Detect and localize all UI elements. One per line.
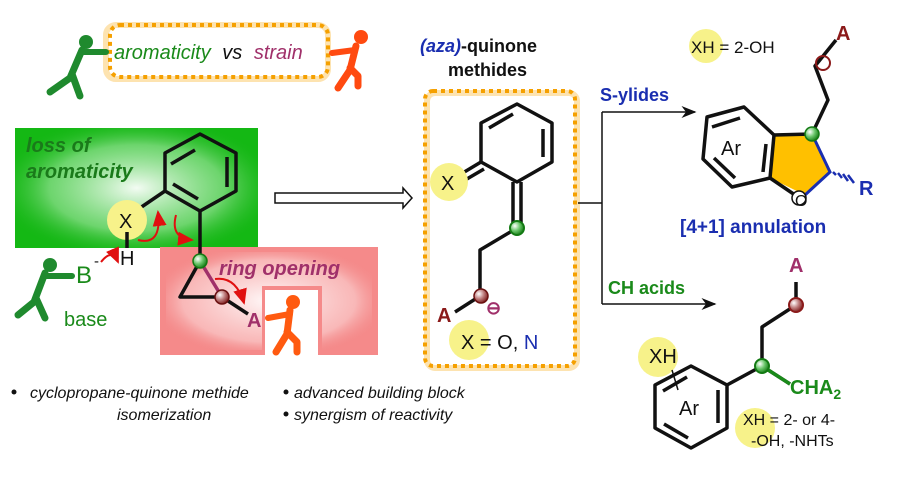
annulation-ring-fill [770,134,830,195]
ar-label-top: Ar [721,138,741,160]
x-highlight-mid [430,163,468,201]
qm-title-aza: (aza) [420,36,461,56]
x-legend: X = O, N [461,332,538,354]
a-atom-top: A [836,23,850,45]
header-strain: strain [254,42,303,64]
bullet-dot [283,411,289,417]
h-atom: H [120,248,134,270]
transformation-arrow [274,186,414,210]
middle-panel: (aza)-quinone methides X ⊖ A X = O, N [420,36,580,371]
hashed-wedge-bond [832,171,855,184]
red-carbon-ball-bottom [788,297,804,313]
red-carbon-ball-mid [473,288,489,304]
o-atom-top: O [795,193,807,210]
orange-person-icon [329,30,368,92]
x-atom-mid: X [441,173,454,195]
base-charge: - [94,253,99,270]
branch-arrows [578,106,717,310]
qm-title-line1: (aza)-quinone [420,36,537,56]
annulation-caption: [4+1] annulation [680,217,826,238]
ring-opening-label: ring opening [219,258,340,280]
electron-arrow-1 [137,210,167,242]
bullet-list: cyclopropane-quinone methide isomerizati… [11,385,466,424]
xh-note-line2: -OH, -NHTs [751,433,834,450]
green-carbon-ball [192,253,208,269]
bullet-left-line1: cyclopropane-quinone methide [30,385,249,402]
carbanion-charge: ⊖ [486,298,501,318]
bullet-dot [283,389,289,395]
a-atom-left: A [247,310,261,332]
red-carbon-ball-top [815,55,831,71]
left-panel: loss of aromaticity ring opening X H [14,128,378,356]
r-atom-top: R [859,178,874,200]
red-carbon-ball [214,289,230,305]
header-text: aromaticity vs strain [114,42,303,64]
xh-highlight-top [689,29,723,63]
quinone-ring [454,102,554,314]
annulation-bonds [803,133,832,197]
orange-person-icon-2 [265,295,301,356]
green-person-icon-base [14,258,75,322]
header-tug-of-war: aromaticity vs strain [46,22,368,100]
cha2-label: CHA2 [790,377,841,402]
bullet-left-line2: isomerization [117,407,211,424]
green-carbon-ball-top [804,126,820,142]
qm-dotted-box [423,89,577,368]
xh-substituent-bond [671,369,679,391]
xh-highlight-bottom [638,337,678,377]
loss-of-aromaticity-line2: aromaticity [26,161,134,183]
top-product: XH = 2-OH Ar O R A [4+1] annulation [680,23,874,238]
ring-opening-arrow [214,277,247,305]
base-label: base [64,309,107,331]
header-vs: vs [222,42,242,64]
xh-note-line1: XH = 2- or 4- [743,412,835,429]
green-carbon-ball-mid [509,220,525,236]
bullet-right-1: advanced building block [294,385,466,402]
cyclopropane [178,253,249,316]
header-dotted-box [108,23,330,79]
electron-arrow-base [100,246,119,264]
base-atom: B [76,262,92,289]
bullet-right-2: synergism of reactivity [294,407,453,424]
electron-arrow-2 [173,214,194,246]
xh-label-bottom: XH [649,346,677,368]
qm-title-line2: methides [448,60,527,80]
ch-acids-label: CH acids [608,278,685,298]
green-person-icon [46,35,109,100]
xh-equation-top: XH = 2-OH [691,38,775,57]
bottom-product: XH A Ar CHA2 XH = 2- or 4- -OH, -NHTs [638,255,841,450]
benzene-ring-left [139,132,238,255]
a-atom-bottom: A [789,255,803,277]
ar-label-bottom: Ar [679,398,699,420]
header-aromaticity: aromaticity [114,42,212,64]
qm-title-quinone: -quinone [461,36,537,56]
bullet-dot [11,389,17,395]
xh-note-highlight [735,408,775,448]
a-atom-mid: A [437,305,451,327]
s-ylides-label: S-ylides [600,85,669,105]
x-legend-highlight [449,320,489,360]
loss-of-aromaticity-line1: loss of [26,135,93,157]
green-carbon-ball-bottom [754,358,770,374]
oxygen-ring-atom [791,190,807,206]
x-atom-left: X [119,211,132,233]
x-highlight [107,200,147,240]
